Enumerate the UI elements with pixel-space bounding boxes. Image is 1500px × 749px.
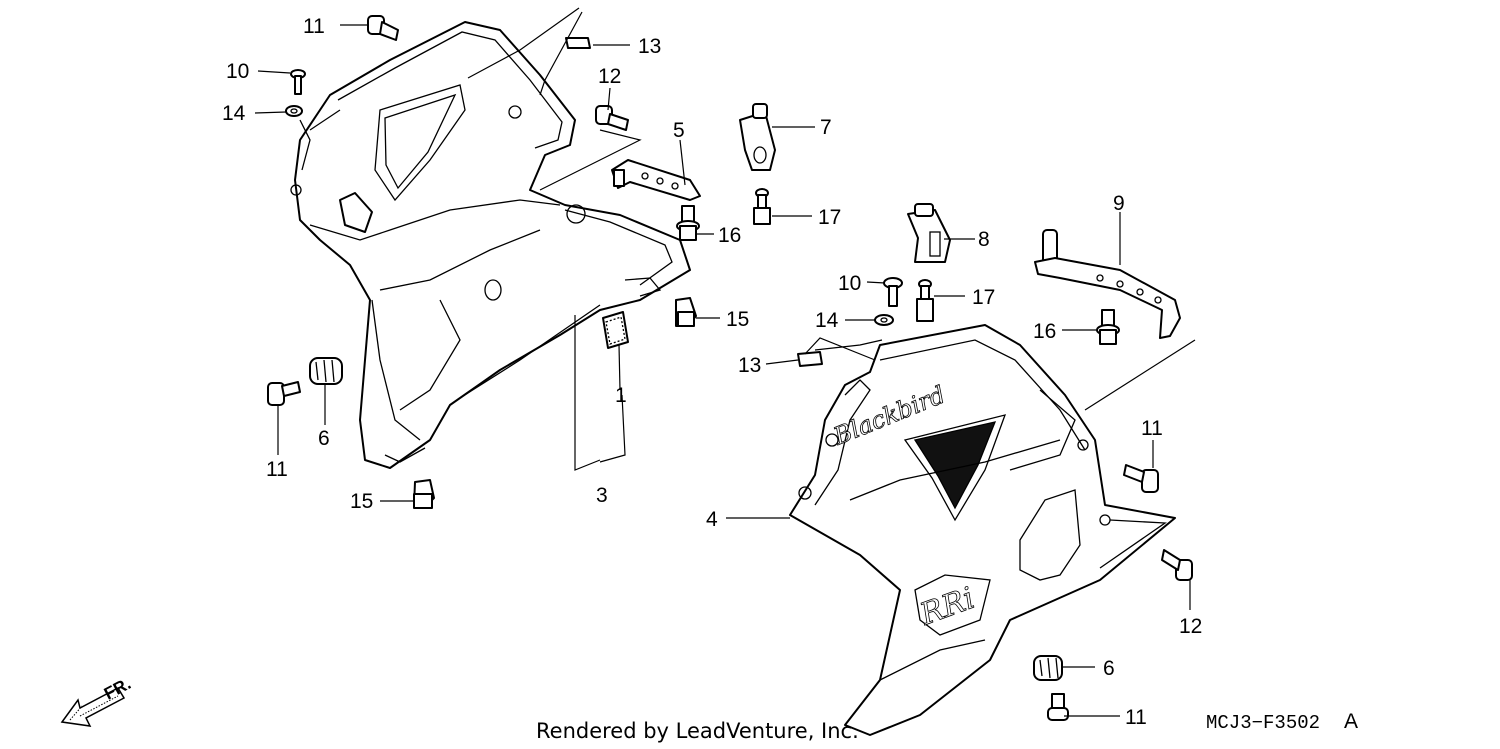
clip-15-bottom <box>413 479 435 509</box>
sticker-part-1 <box>602 311 629 349</box>
bracket-9 <box>1034 229 1181 339</box>
callout-13-top: 13 <box>638 35 661 58</box>
callout-17-top: 17 <box>818 206 841 229</box>
bolt-11-right <box>1123 464 1159 493</box>
bracket-clip-7 <box>739 103 776 171</box>
callout-14-top: 14 <box>222 102 246 125</box>
screw-10-top <box>290 69 306 95</box>
callout-3: 3 <box>596 484 608 507</box>
callout-11-left: 11 <box>266 458 288 481</box>
bolt-11-top <box>367 15 399 41</box>
callout-16-right: 16 <box>1033 320 1056 343</box>
callout-8: 8 <box>978 228 990 251</box>
diagram-code: MCJ3−F3502 <box>1206 712 1320 734</box>
callout-labels: 11 13 10 14 12 5 7 17 16 9 8 10 17 14 15… <box>222 15 1202 729</box>
callout-14-right: 14 <box>815 309 839 332</box>
flange-bolt-16-top <box>676 205 700 241</box>
diagram-code-suffix: A <box>1344 710 1358 733</box>
callout-6-left: 6 <box>318 427 330 450</box>
bolt-17-top <box>753 188 771 225</box>
grommet-6-right <box>1033 655 1063 681</box>
callout-11-bottom: 11 <box>1125 706 1147 729</box>
callout-5: 5 <box>673 119 685 142</box>
callout-13-right: 13 <box>738 354 761 377</box>
bracket-5 <box>611 159 701 201</box>
callout-6-right: 6 <box>1103 657 1115 680</box>
clip-15-mid <box>675 297 697 327</box>
front-direction-arrow-icon: FR. <box>60 674 134 727</box>
flange-bolt-16-right <box>1096 309 1120 345</box>
callout-11-right: 11 <box>1141 417 1163 440</box>
callout-16-top: 16 <box>718 224 741 247</box>
callout-12-top: 12 <box>598 65 621 88</box>
bolt-12-top <box>595 105 629 131</box>
leader-lines <box>254 7 1196 717</box>
callout-4: 4 <box>706 508 718 531</box>
right-lower-cowl: Blackbird RRi <box>789 324 1176 736</box>
bolt-11-left <box>267 381 301 406</box>
callout-15-bottom: 15 <box>350 490 373 513</box>
washer-14-top <box>285 105 303 117</box>
render-credit: Rendered by LeadVenture, Inc. <box>536 719 859 743</box>
bolt-11-bottom <box>1047 693 1069 721</box>
callout-11-top: 11 <box>303 15 325 38</box>
clip-nut-13-right <box>797 351 823 367</box>
bolt-17-right <box>916 279 934 322</box>
callout-10-right: 10 <box>838 272 861 295</box>
svg-text:RRi: RRi <box>915 581 979 633</box>
bolt-12-right <box>1161 549 1193 581</box>
callout-15-mid: 15 <box>726 308 749 331</box>
callout-10-top: 10 <box>226 60 249 83</box>
callout-12-right: 12 <box>1179 615 1202 638</box>
clip-nut-13-top <box>565 37 591 49</box>
grommet-6-left <box>309 357 343 385</box>
screw-10-right <box>883 277 903 307</box>
washer-14-right <box>874 314 894 326</box>
callout-9: 9 <box>1113 192 1125 215</box>
left-lower-cowl <box>290 21 691 469</box>
callout-1: 1 <box>615 384 627 407</box>
callout-7: 7 <box>820 116 832 139</box>
callout-17-right: 17 <box>972 286 995 309</box>
bracket-clip-8 <box>907 203 951 263</box>
